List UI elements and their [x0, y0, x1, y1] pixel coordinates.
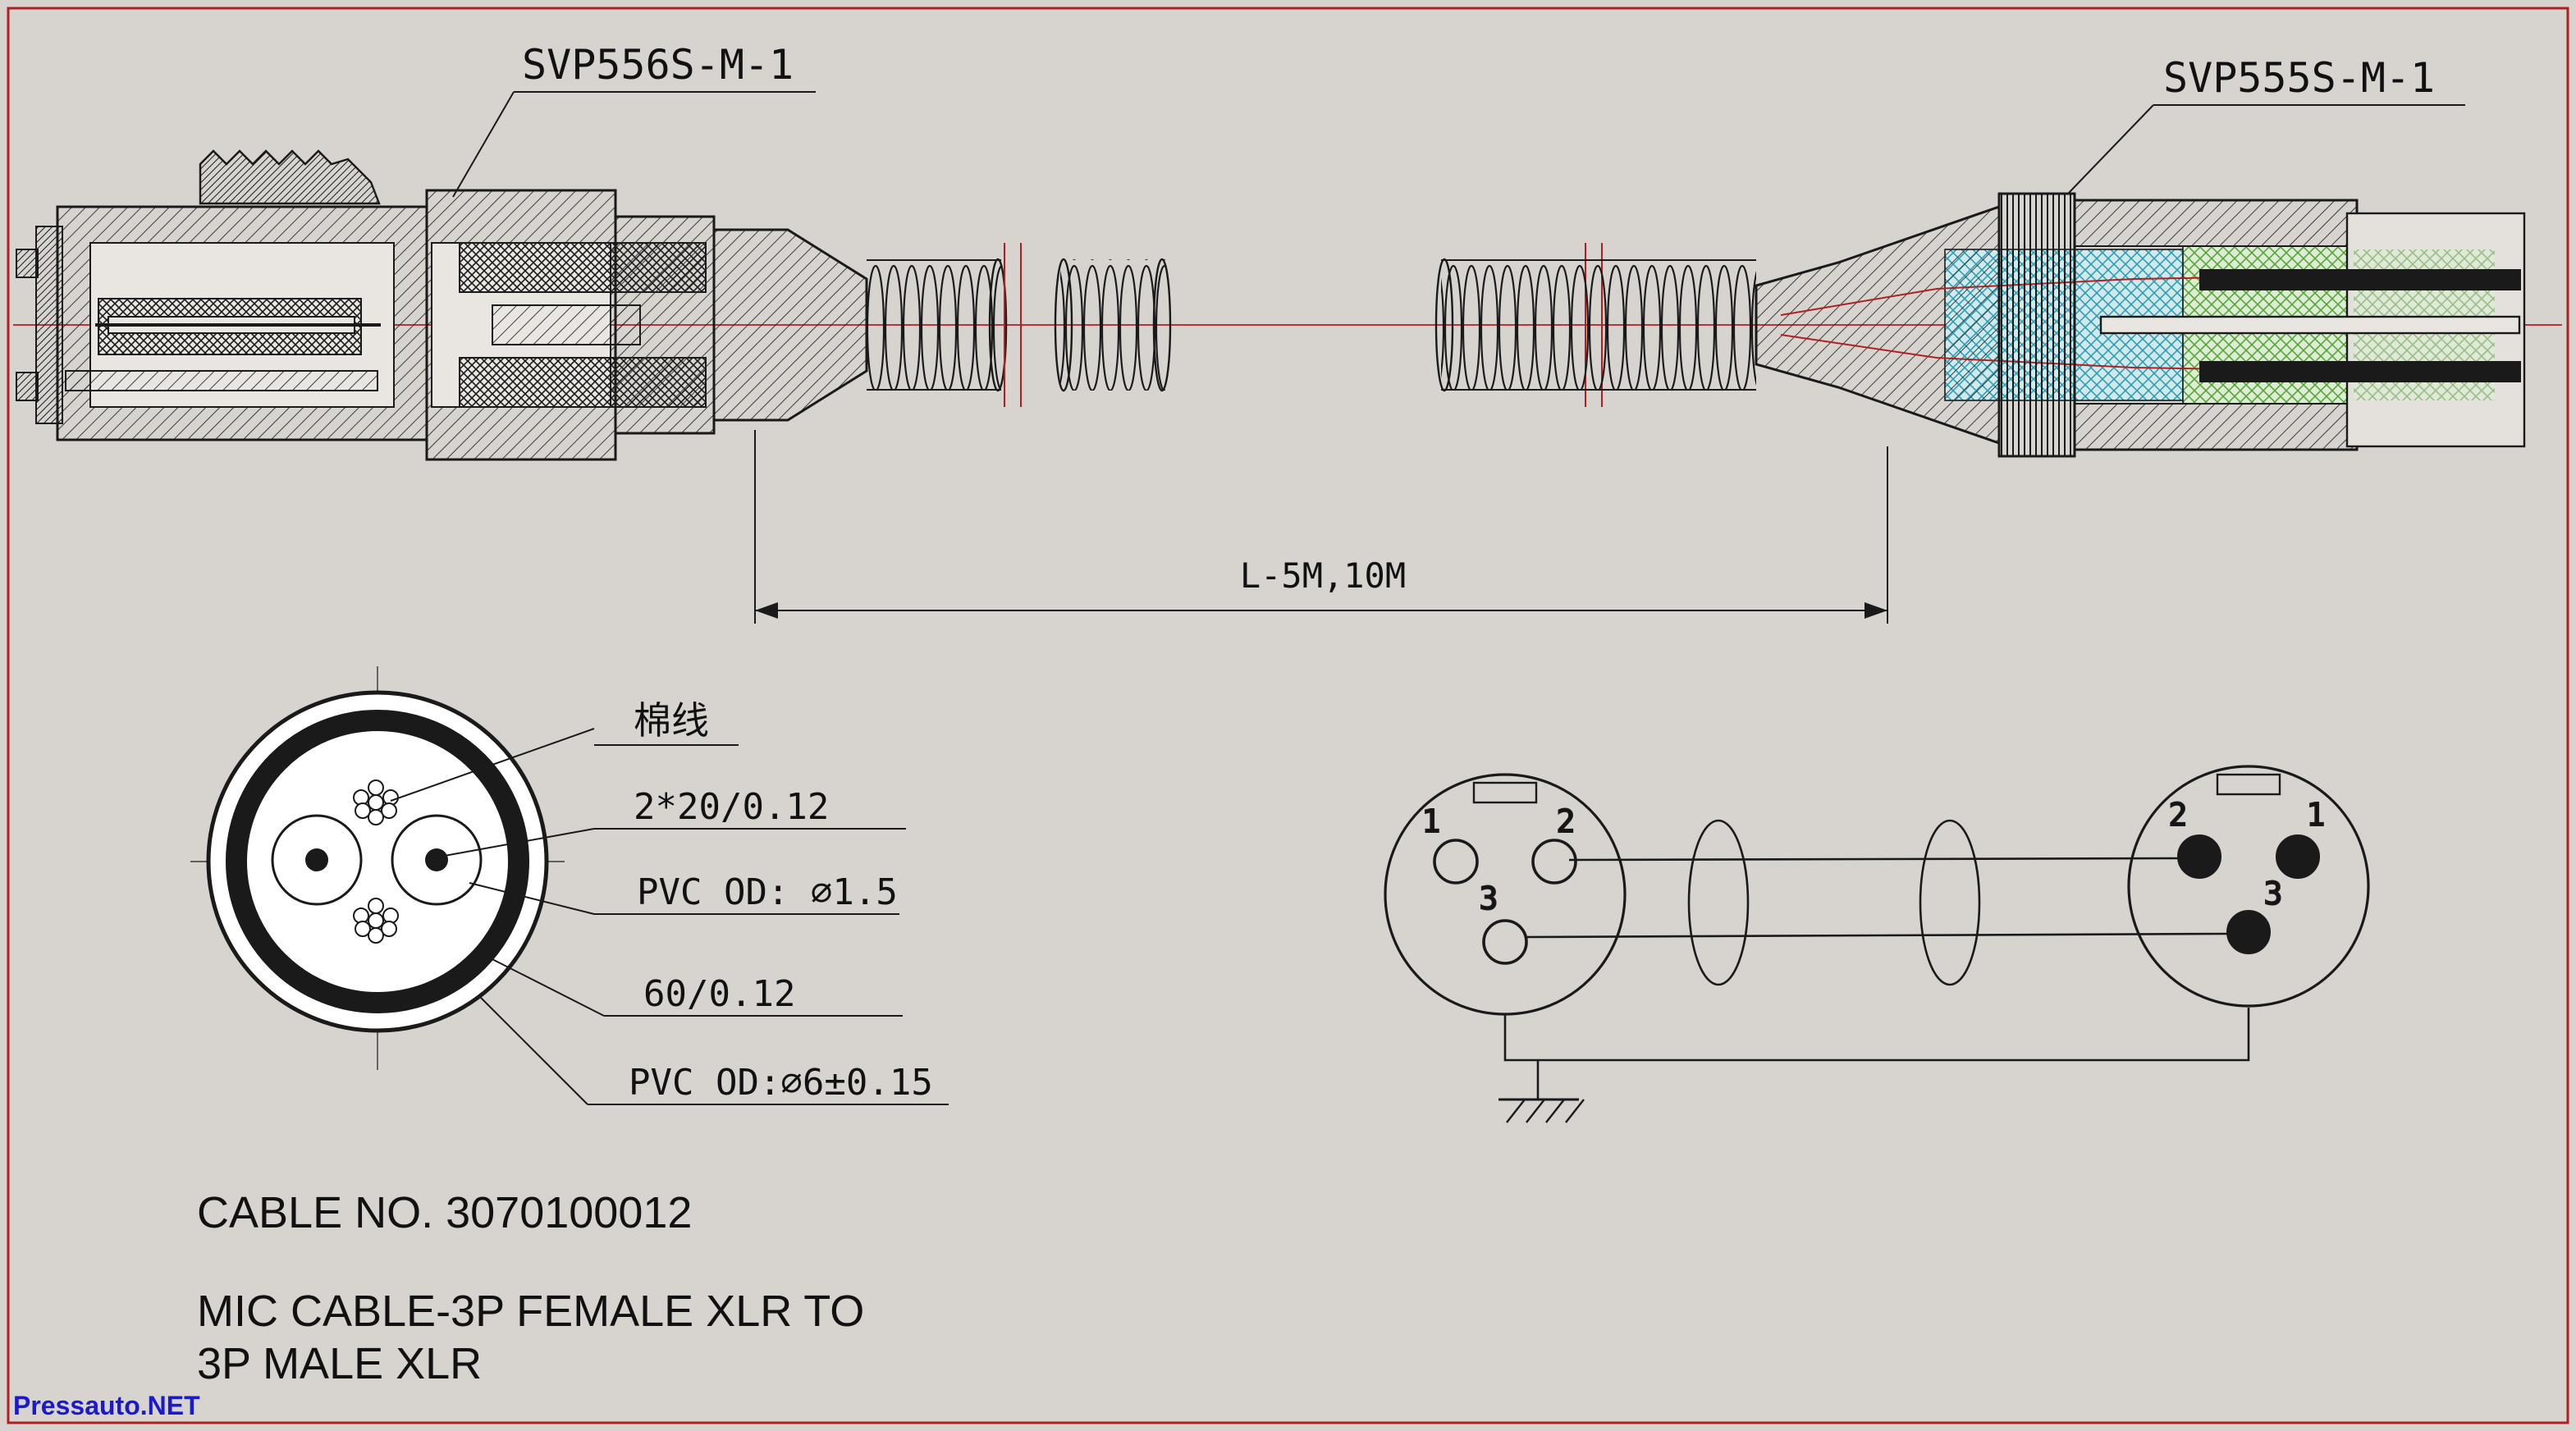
cable-coil-left — [867, 258, 1172, 392]
schematic-left-xlr: 1 2 3 — [1384, 773, 1627, 1016]
cross-section-callouts: 棉线 2*20/0.12 PVC OD: ∅1.5 60/0.12 PVC OD… — [390, 698, 949, 1105]
pvc-outer-label: PVC OD:∅6±0.15 — [629, 1062, 933, 1104]
left-xlr-notch — [1472, 781, 1538, 804]
footer-text: CABLE NO. 3070100012 MIC CABLE-3P FEMALE… — [197, 1188, 864, 1388]
right-pin-3-label: 3 — [2264, 876, 2283, 912]
cotton-label: 棉线 — [634, 698, 709, 743]
right-connector-label: SVP555S-M-1 — [2163, 54, 2435, 102]
pvc-inner-label: PVC OD: ∅1.5 — [637, 871, 898, 913]
conductor-label: 2*20/0.12 — [634, 786, 829, 828]
ground-symbol — [1498, 1060, 1585, 1123]
right-connector-drawing — [1755, 192, 2526, 458]
left-connector-drawing — [16, 149, 868, 461]
left-pin-2-label: 2 — [1557, 803, 1576, 839]
cotton-strand-cluster-top — [353, 780, 399, 825]
left-connector-callout: SVP556S-M-1 — [452, 41, 816, 198]
cable-number-text: CABLE NO. 3070100012 — [197, 1188, 692, 1237]
right-xlr-notch — [2216, 773, 2281, 796]
red-border-frame — [7, 7, 2569, 1424]
cotton-strand-cluster-bottom — [353, 898, 399, 944]
cable-cross-section — [190, 666, 565, 1070]
description-line1: MIC CABLE-3P FEMALE XLR TO — [197, 1287, 864, 1336]
schematic-right-xlr: 2 1 3 — [2127, 765, 2370, 1008]
right-connector-callout: SVP555S-M-1 — [2067, 54, 2465, 194]
left-pin-1-label: 1 — [1422, 803, 1441, 839]
watermark-text: Pressauto.NET — [13, 1391, 200, 1420]
wiring-schematic: 1 2 3 2 1 3 — [1384, 765, 2370, 1123]
description-line2: 3P MALE XLR — [197, 1339, 482, 1388]
right-pin-1-label: 1 — [2307, 797, 2326, 833]
shield-label: 60/0.12 — [643, 973, 795, 1015]
cable-loop-symbols — [1687, 819, 1981, 986]
cable-coil-right — [1434, 258, 1756, 392]
length-dimension-label: L-5M,10M — [1240, 555, 1406, 596]
left-connector-label: SVP556S-M-1 — [522, 41, 794, 89]
right-pin-2-label: 2 — [2169, 797, 2188, 833]
length-dimension: L-5M,10M — [754, 430, 1888, 624]
left-pin-3-label: 3 — [1480, 880, 1498, 917]
